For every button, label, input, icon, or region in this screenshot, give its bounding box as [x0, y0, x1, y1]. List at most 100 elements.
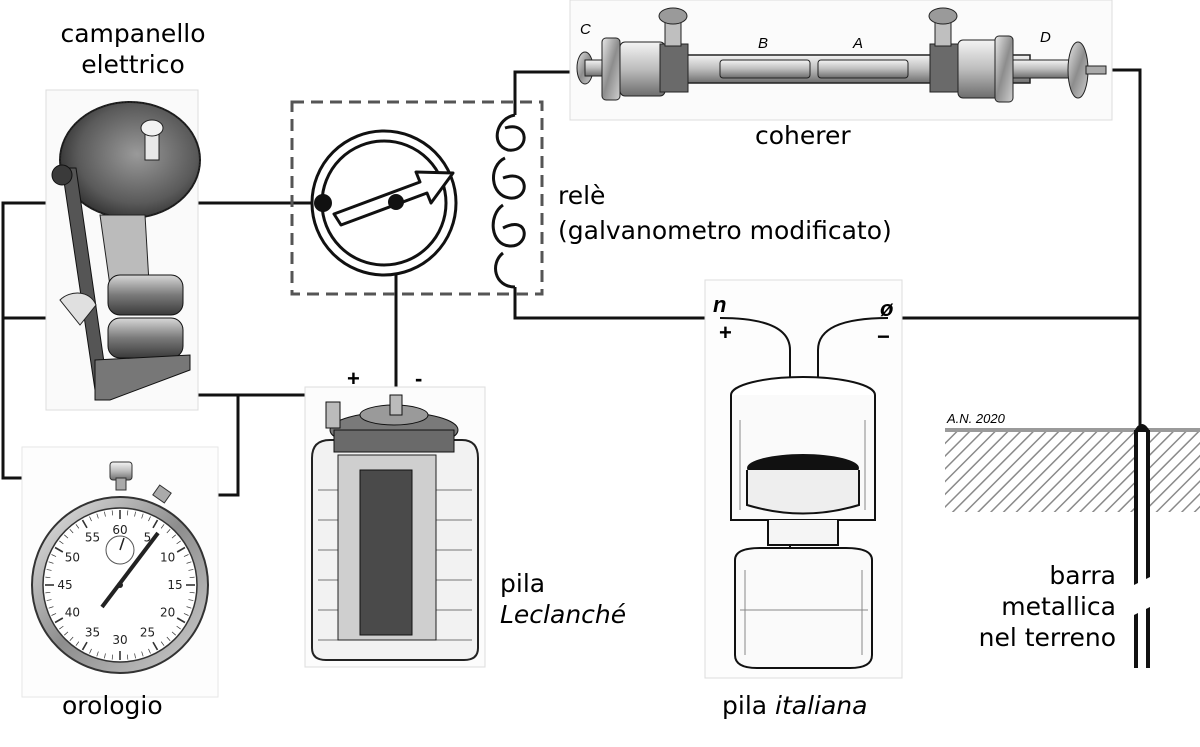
bell-label: campanello elettrico — [50, 18, 216, 80]
italian-label-prefix: pila — [722, 691, 776, 720]
clock-tick — [69, 636, 74, 641]
leclanche-label: pila Leclanché — [500, 568, 626, 630]
clock-tick — [176, 540, 181, 545]
wire-coil-to-coherer — [513, 70, 578, 115]
clock-tick — [45, 576, 51, 579]
bell-label-line1: campanello — [60, 19, 206, 48]
clock-tick — [189, 576, 195, 579]
clock-label: orologio — [62, 691, 163, 720]
coherer-letter-d: D — [1040, 29, 1051, 46]
clock-tick — [188, 599, 194, 601]
clock-dial-number: 20 — [160, 606, 175, 620]
relay-label: relè (galvanometro modificato) — [558, 180, 892, 246]
author-credit: A.N. 2020 — [947, 411, 1005, 426]
clock-dial-number: 30 — [112, 633, 127, 647]
leclanche-minus-sign: - — [415, 366, 423, 391]
clock-tick — [152, 641, 159, 651]
clock-tick — [152, 519, 159, 529]
italian-minus-sign: − — [877, 324, 890, 349]
clock-tick — [64, 631, 69, 636]
clock-dial-number: 15 — [167, 578, 182, 592]
italian-label-italic: italiana — [775, 691, 868, 720]
clock-tick — [45, 591, 51, 594]
clock-tick — [176, 546, 186, 553]
italian-plus-sign: + — [719, 320, 732, 345]
italian-battery-label: pila italiana — [722, 690, 867, 721]
clock-tick — [81, 641, 88, 651]
clock-tick — [54, 617, 64, 624]
clock-tick — [64, 534, 69, 539]
rod-label-line3: nel terreno — [978, 623, 1116, 652]
clock-tick — [75, 641, 80, 646]
clock-tick — [186, 606, 192, 609]
clock-dial-number: 45 — [57, 578, 72, 592]
coherer-drawing — [569, 0, 1113, 121]
clock-tick — [183, 613, 189, 616]
clock-dial-number: 50 — [65, 551, 80, 565]
clock-tick — [89, 648, 92, 654]
clock-tick — [51, 554, 57, 557]
leclanche-label-line2: Leclanché — [500, 600, 627, 629]
clock-tick — [59, 625, 64, 630]
clock-dial-number: 25 — [140, 626, 155, 640]
clock-tick — [96, 651, 99, 657]
relay-pivot-dot — [388, 194, 404, 210]
clock-tick — [96, 513, 99, 519]
relay-coil — [491, 113, 526, 289]
clock-tick — [189, 591, 195, 594]
ground-rod — [1120, 424, 1200, 668]
clock-tick — [176, 625, 181, 630]
italian-battery-drawing — [704, 279, 903, 679]
wire-coil-to-italian-plus — [513, 287, 718, 320]
clock-tick — [176, 617, 186, 624]
clock-tick — [166, 636, 171, 641]
clock-tick — [141, 513, 144, 519]
clock-hand — [100, 531, 160, 609]
clock-tick — [69, 529, 74, 534]
relay-galvanometer — [290, 100, 544, 296]
clock-dial-number: 60 — [112, 523, 127, 537]
clock-tick — [111, 654, 114, 660]
coherer-label: coherer — [755, 121, 851, 150]
clock-tick — [59, 540, 64, 545]
clock-tick — [126, 510, 129, 516]
clock-tick — [160, 524, 165, 529]
italian-terminal-mark-left: n — [713, 292, 727, 317]
leclanche-label-line1: pila — [500, 569, 546, 598]
clock-tick — [51, 613, 57, 616]
clock-tick — [183, 554, 189, 557]
clock-dial-number: 55 — [85, 530, 100, 544]
clock-tick — [104, 653, 106, 659]
coherer-letter-a: A — [853, 35, 864, 52]
leclanche-plus-sign: + — [347, 366, 360, 391]
wire-coherer-to-ground — [1105, 68, 1142, 430]
clock-tick — [75, 524, 80, 529]
clock-tick — [89, 516, 92, 522]
rod-label: barra metallica nel terreno — [920, 560, 1116, 653]
clock-ticks — [45, 510, 195, 660]
clock-dial-number: 5 — [144, 530, 152, 544]
clock-tick — [171, 631, 176, 636]
relay-terminal-dot — [314, 194, 332, 212]
ground-soil — [945, 428, 1200, 512]
clock-tick — [48, 561, 54, 564]
italian-terminal-mark-right: ø — [880, 296, 894, 321]
clock-tick — [46, 569, 52, 571]
clock-tick — [54, 546, 64, 553]
clock-tick — [134, 653, 136, 659]
clock-tick — [188, 569, 194, 571]
clock-tick — [186, 561, 192, 564]
clock-tick — [166, 529, 171, 534]
relay-label-line1: relè — [558, 181, 606, 210]
clock-tick — [148, 516, 151, 522]
rod-label-line1: barra — [1049, 561, 1116, 590]
clock-tick — [104, 511, 106, 517]
clock-dial-number: 40 — [65, 606, 80, 620]
clock-tick — [48, 606, 54, 609]
leclanche-battery-drawing — [304, 386, 486, 668]
bell-label-line2: elettrico — [81, 50, 185, 79]
clock-tick — [171, 534, 176, 539]
